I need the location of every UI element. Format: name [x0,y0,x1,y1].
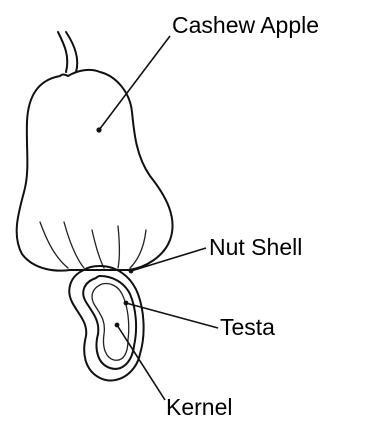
kernel-label: Kernel [166,394,232,420]
nut-shell-leader [131,248,206,271]
cashew-apple-label: Cashew Apple [172,12,319,38]
cashew-apple-body [17,70,173,271]
kernel-leader [117,325,165,400]
nut-shell-label: Nut Shell [209,234,302,260]
testa-leader [126,303,218,328]
testa-label: Testa [220,314,275,340]
cashew-apple-leader [99,36,170,130]
stem [58,32,77,72]
